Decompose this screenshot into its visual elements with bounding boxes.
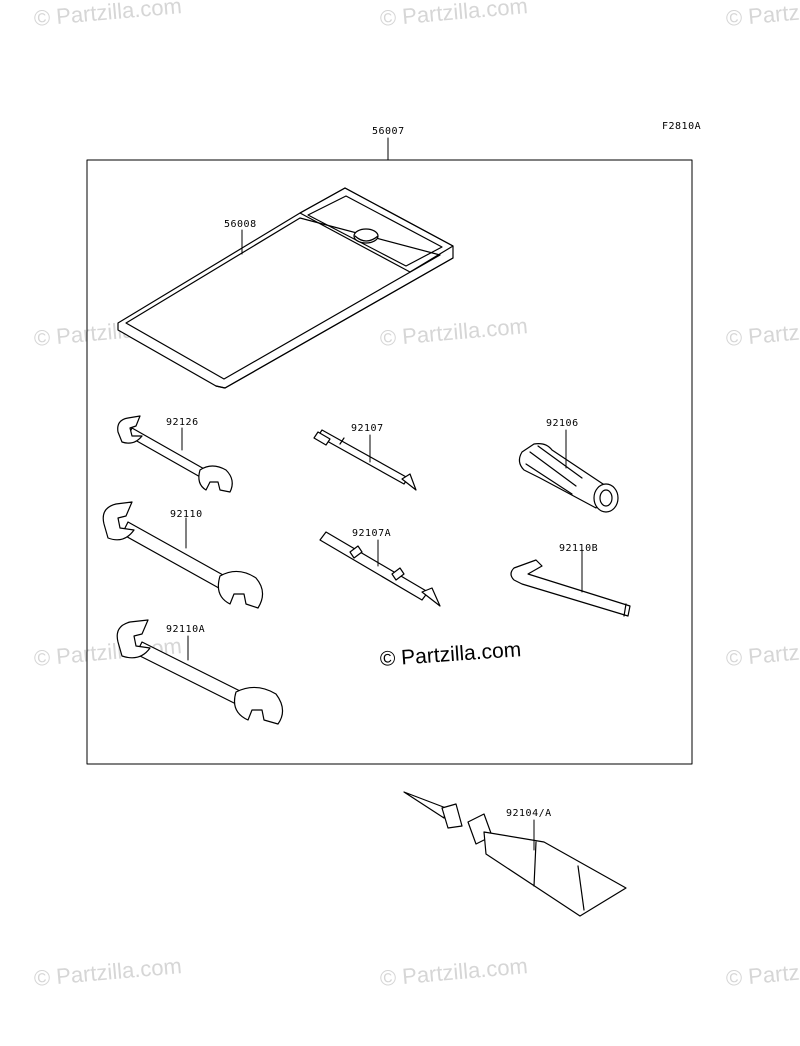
part-label-92110B: 92110B: [559, 543, 599, 554]
kit-frame: [86, 159, 693, 765]
part-label-92110A: 92110A: [166, 624, 206, 635]
part-label-92106: 92106: [546, 418, 579, 429]
hex-key-drawing: [510, 559, 631, 617]
grease-tube-drawing: [403, 791, 627, 917]
wrench-small-drawing: [117, 415, 233, 493]
screwdriver-bit-drawing: [313, 429, 417, 491]
wrench-large-drawing: [116, 619, 284, 725]
part-label-56008: 56008: [224, 219, 257, 230]
part-label-92126: 92126: [166, 417, 199, 428]
part-label-92104-A: 92104/A: [506, 808, 552, 819]
part-label-92107A: 92107A: [352, 528, 392, 539]
socket-tool-drawing: [518, 443, 619, 513]
tool-bag-drawing: [117, 187, 454, 389]
wrench-medium-drawing: [102, 501, 264, 609]
part-label-92107: 92107: [351, 423, 384, 434]
screwdriver-handle-drawing: [319, 531, 441, 607]
figure-code: F2810A: [662, 121, 702, 132]
part-label-56007: 56007: [372, 126, 405, 137]
part-label-92110: 92110: [170, 509, 203, 520]
